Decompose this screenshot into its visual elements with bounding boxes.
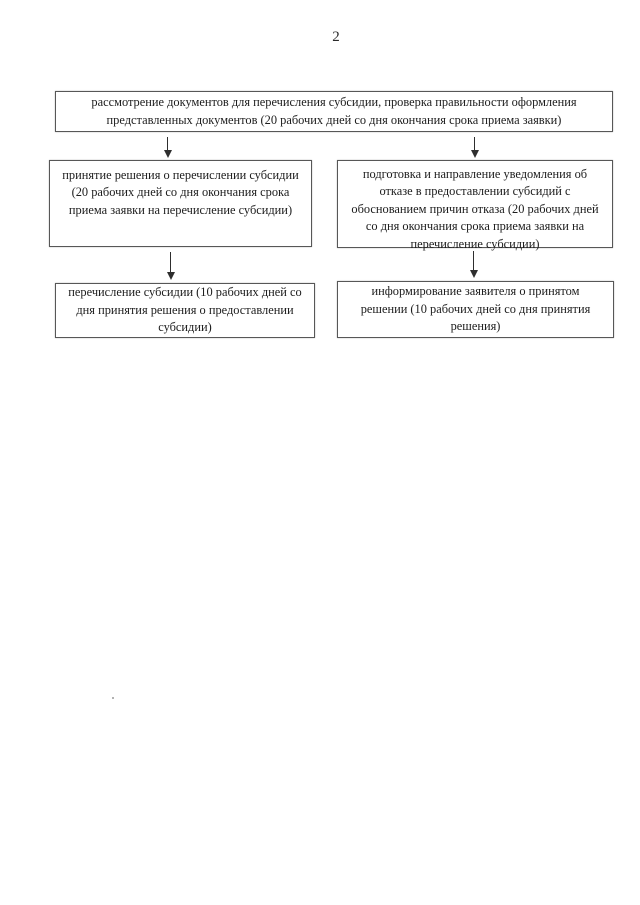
flow-arrow-decision-to-transfer	[166, 252, 175, 280]
flow-node-line: дня принятия решения о предоставлении	[76, 302, 294, 317]
flow-node-line: перечисление субсидии)	[410, 236, 540, 251]
flow-node-line: приема заявки на перечисление субсидии)	[68, 202, 293, 217]
flow-node-line: решения)	[450, 319, 501, 334]
flow-node-line: решении (10 рабочих дней со дня принятия	[360, 301, 591, 316]
arrow-head-icon	[166, 272, 175, 280]
flow-node-review-documents: рассмотрение документов для перечисления…	[55, 91, 613, 132]
flow-node-line: подготовка и направление уведомления об	[362, 167, 588, 181]
arrow-shaft	[473, 137, 476, 150]
flow-node-line: субсидии)	[158, 320, 212, 335]
arrow-shaft	[166, 137, 169, 150]
flow-node-decision-transfer: принятие решения о перечислении субсидии…	[49, 160, 312, 247]
flow-node-refusal-notification: подготовка и направление уведомления об …	[337, 160, 613, 251]
flow-node-line: принятие решения о перечислении субсидии	[62, 168, 299, 182]
flow-node-line: перечисление субсидии (10 рабочих дней с…	[68, 285, 302, 300]
arrow-head-icon	[163, 150, 172, 158]
flow-node-line: со дня окончания срока приема заявки на	[365, 219, 585, 234]
flow-node-transfer-subsidy: перечисление субсидии (10 рабочих дней с…	[55, 283, 315, 338]
arrow-head-icon	[469, 270, 478, 278]
flow-node-line: (20 рабочих дней со дня окончания срока	[71, 185, 290, 200]
flow-node-line: отказе в предоставлении субсидий с	[379, 184, 571, 199]
arrow-shaft	[169, 252, 172, 272]
flow-arrow-refusal-to-inform	[469, 251, 478, 278]
flow-node-line: рассмотрение документов для перечисления…	[91, 95, 577, 110]
page-number: 2	[332, 29, 340, 45]
scan-noise-speck	[112, 697, 114, 699]
arrow-shaft	[472, 251, 475, 270]
flow-arrow-review-to-decision	[163, 137, 172, 158]
flow-arrow-review-to-refusal	[470, 137, 479, 158]
flow-node-line: обоснованием причин отказа (20 рабочих д…	[351, 201, 599, 216]
flow-node-line: информирование заявителя о принятом	[371, 284, 580, 299]
arrow-head-icon	[470, 150, 479, 158]
flow-node-line: представленных документов (20 рабочих дн…	[106, 112, 562, 127]
flow-node-inform-applicant: информирование заявителя о принятом реше…	[337, 281, 614, 338]
